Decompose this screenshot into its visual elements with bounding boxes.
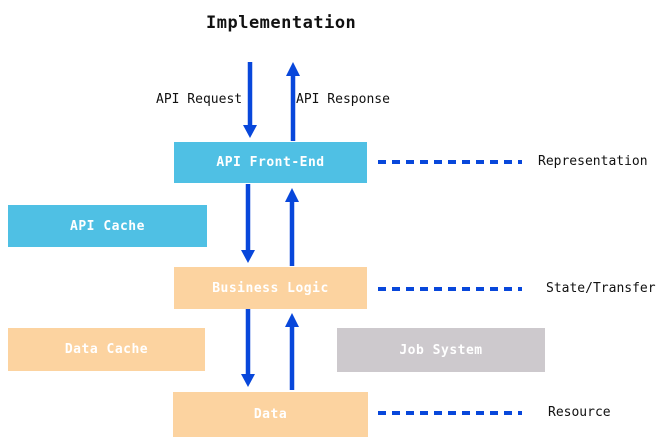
down-arrow-icon (243, 62, 257, 138)
api-response-label: API Response (296, 92, 390, 107)
data-box: Data (173, 392, 368, 437)
representation-label: Representation (538, 154, 648, 169)
data-label: Data (253, 407, 288, 422)
up-arrow-icon (285, 313, 299, 390)
down-arrow-icon (241, 184, 255, 263)
data-cache-box: Data Cache (8, 328, 205, 371)
api-request-label: API Request (156, 92, 243, 107)
api-cache-label: API Cache (70, 218, 145, 234)
business-logic-box: Business Logic (174, 267, 367, 309)
diagram-title: Implementation (206, 13, 357, 33)
resource-label: Resource (548, 405, 611, 420)
down-arrow-icon (241, 309, 255, 387)
data-cache-label: Data Cache (64, 342, 149, 357)
api-cache-box: API Cache (8, 205, 207, 247)
api-front-end-box: API Front-End (174, 142, 367, 183)
job-system-label: Job System (399, 342, 483, 358)
job-system-box: Job System (337, 328, 545, 372)
api-front-end-label: API Front-End (216, 155, 325, 170)
state-transfer-label: State/Transfer (546, 281, 656, 296)
up-arrow-icon (285, 188, 299, 266)
business-logic-label: Business Logic (212, 280, 329, 296)
